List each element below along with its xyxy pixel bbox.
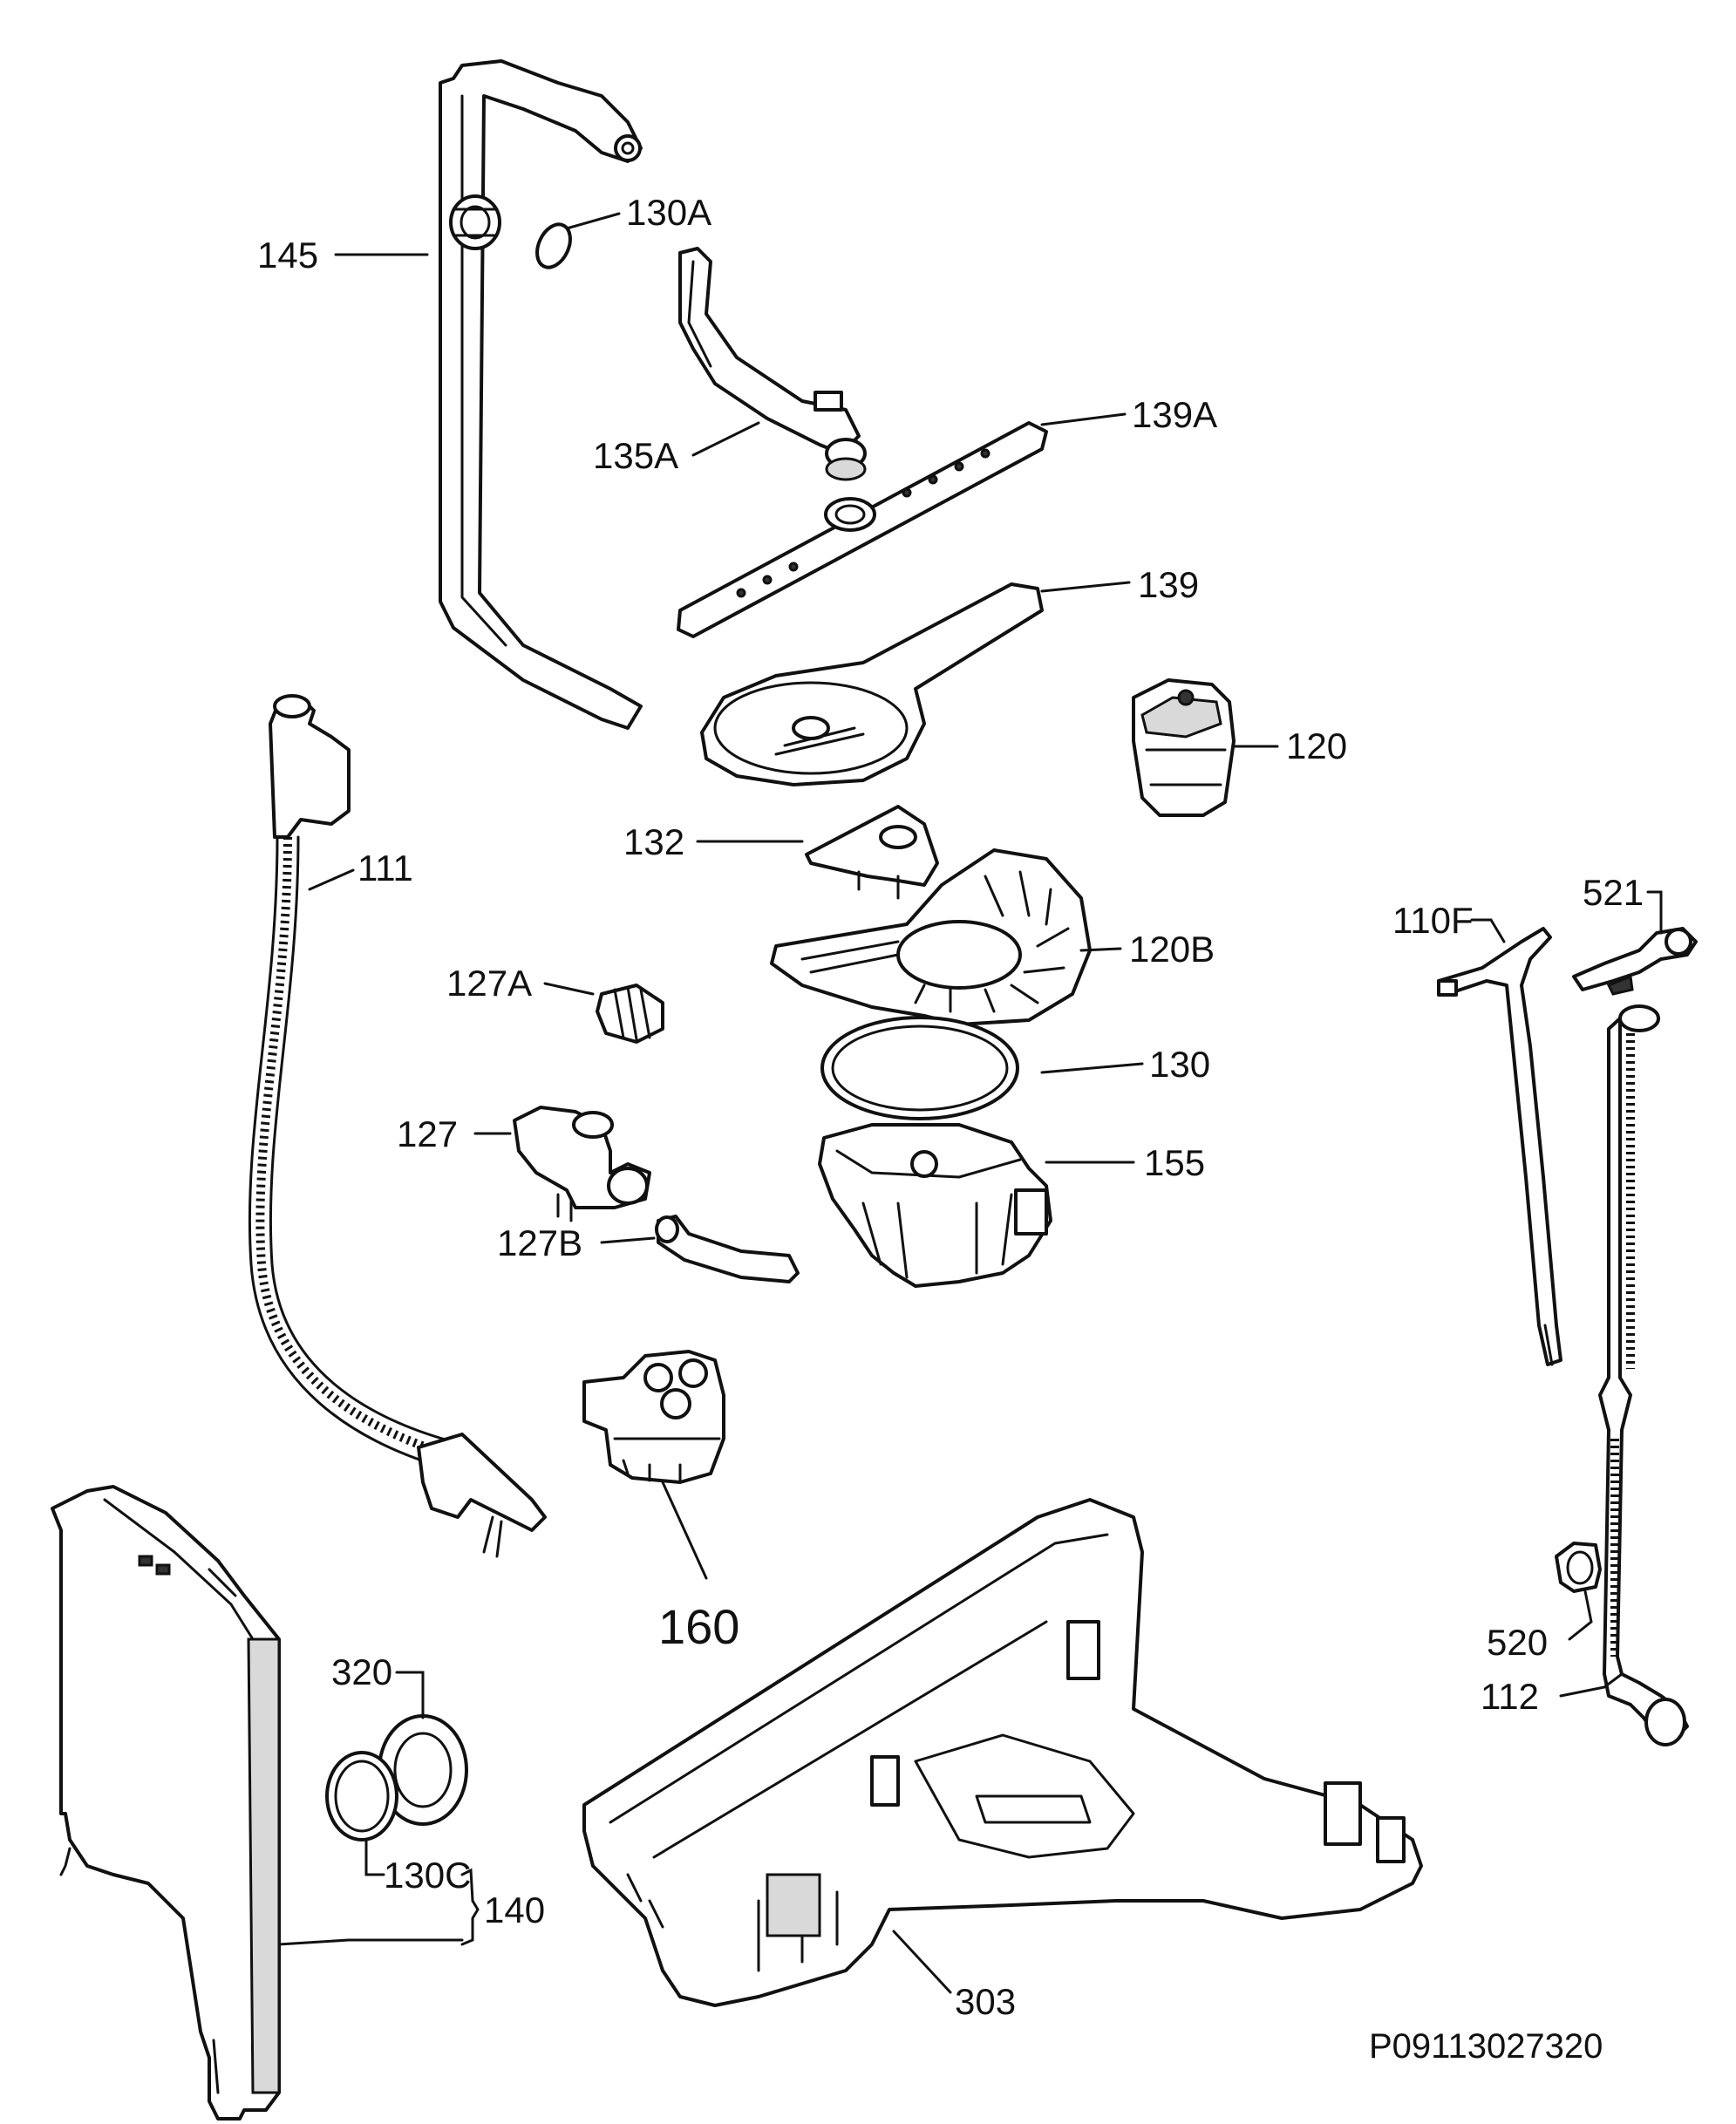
sealing-ring-130[interactable] — [820, 1016, 1019, 1120]
bracket-132[interactable] — [805, 805, 939, 900]
lower-spray-arm-139[interactable] — [700, 582, 1044, 786]
label-155: 155 — [1144, 1142, 1205, 1183]
upper-spray-arm-139a[interactable] — [677, 421, 1048, 638]
drawing-code: P09113027320 — [1369, 2027, 1603, 2066]
label-111: 111 — [357, 848, 413, 888]
label-320: 320 — [331, 1651, 392, 1692]
label-110f: 110F — [1392, 900, 1474, 941]
label-132: 132 — [623, 821, 684, 862]
label-520: 520 — [1487, 1622, 1548, 1663]
label-135a: 135A — [593, 435, 678, 476]
clip-520[interactable] — [1555, 1542, 1602, 1593]
label-145: 145 — [257, 235, 318, 276]
diverter-valve-160[interactable] — [582, 1350, 725, 1484]
key-521[interactable] — [1572, 927, 1698, 996]
label-130: 130 — [1149, 1044, 1210, 1085]
inlet-hose-110f[interactable] — [1437, 927, 1562, 1366]
pipe-connector-127[interactable] — [513, 1106, 651, 1222]
label-130c: 130C — [384, 1855, 471, 1896]
label-112: 112 — [1481, 1676, 1539, 1717]
spray-arm-holder-135a[interactable] — [678, 247, 867, 481]
label-127b: 127B — [497, 1222, 582, 1263]
label-160: 160 — [658, 1599, 739, 1654]
label-127: 127 — [397, 1113, 458, 1154]
o-ring-130c[interactable] — [325, 1751, 398, 1841]
connector-127a[interactable] — [596, 984, 664, 1044]
side-panel-140[interactable] — [51, 1485, 281, 2121]
o-ring-130a[interactable] — [531, 219, 577, 272]
label-130a: 130A — [626, 192, 711, 233]
label-521: 521 — [1583, 872, 1644, 913]
sump-155[interactable] — [818, 1123, 1052, 1288]
base-303[interactable] — [582, 1498, 1423, 2007]
label-120b: 120B — [1129, 929, 1215, 970]
tube-connector — [449, 194, 501, 250]
leader-lines — [277, 212, 1663, 1994]
label-303: 303 — [955, 1981, 1016, 2022]
label-120: 120 — [1286, 725, 1347, 766]
inlet-hose-111[interactable] — [248, 694, 547, 1558]
filter-120[interactable] — [1132, 678, 1236, 817]
hose-127b[interactable] — [655, 1215, 800, 1283]
label-127a: 127A — [446, 963, 532, 1004]
label-139: 139 — [1138, 564, 1199, 605]
label-140: 140 — [484, 1889, 545, 1930]
spray-tube-145[interactable] — [439, 59, 643, 730]
callout-labels: 145 130A 135A 139A 139 120 111 132 120B … — [257, 192, 1644, 2022]
label-139a: 139A — [1132, 394, 1217, 435]
coarse-filter-120b[interactable] — [770, 848, 1092, 1026]
drain-hose-112[interactable] — [1598, 1004, 1689, 1746]
